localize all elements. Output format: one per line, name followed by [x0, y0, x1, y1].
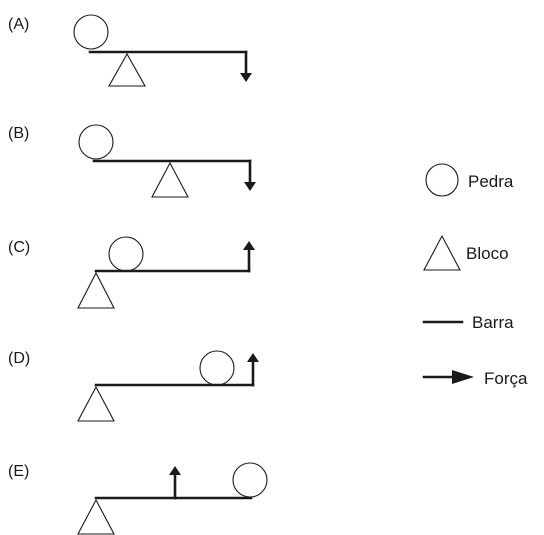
triangle-icon — [423, 234, 461, 271]
force-arrow-up-icon — [247, 353, 259, 362]
legend-label-forca: Força — [484, 369, 528, 388]
option-label-d: (D) — [8, 350, 30, 367]
fulcrum-triangle — [151, 161, 189, 198]
fulcrum-triangle — [77, 498, 115, 535]
force-arrow-up-icon — [243, 241, 255, 250]
stone-circle — [73, 14, 109, 50]
stone-circle — [78, 124, 114, 160]
option-e: (E) — [8, 462, 268, 535]
force-arrow-down-icon — [244, 182, 256, 191]
option-label-a: (A) — [8, 16, 29, 33]
fulcrum-triangle — [108, 52, 146, 87]
legend-item-bloco: Bloco — [423, 234, 509, 271]
option-label-b: (B) — [8, 125, 29, 142]
legend-item-barra: Barra — [422, 313, 514, 332]
legend: Pedra Bloco Barra Força — [422, 163, 528, 388]
option-c: (C) — [8, 236, 255, 309]
option-b: (B) — [8, 124, 256, 198]
fulcrum-triangle — [77, 271, 115, 309]
legend-item-pedra: Pedra — [425, 163, 514, 197]
arrow-right-icon — [422, 370, 474, 384]
legend-label-pedra: Pedra — [468, 172, 514, 191]
force-arrow-down-icon — [240, 73, 252, 82]
option-a: (A) — [8, 14, 252, 87]
option-label-c: (C) — [8, 239, 30, 256]
stone-circle — [108, 236, 144, 272]
legend-item-forca: Força — [422, 369, 528, 388]
force-arrow-up-icon — [169, 466, 181, 475]
legend-label-bloco: Bloco — [466, 244, 509, 263]
legend-label-barra: Barra — [472, 313, 514, 332]
option-label-e: (E) — [8, 463, 29, 480]
circle-icon — [425, 163, 459, 197]
stone-circle — [232, 462, 268, 498]
option-d: (D) — [8, 350, 259, 422]
stone-circle — [199, 350, 235, 386]
fulcrum-triangle — [77, 385, 115, 422]
